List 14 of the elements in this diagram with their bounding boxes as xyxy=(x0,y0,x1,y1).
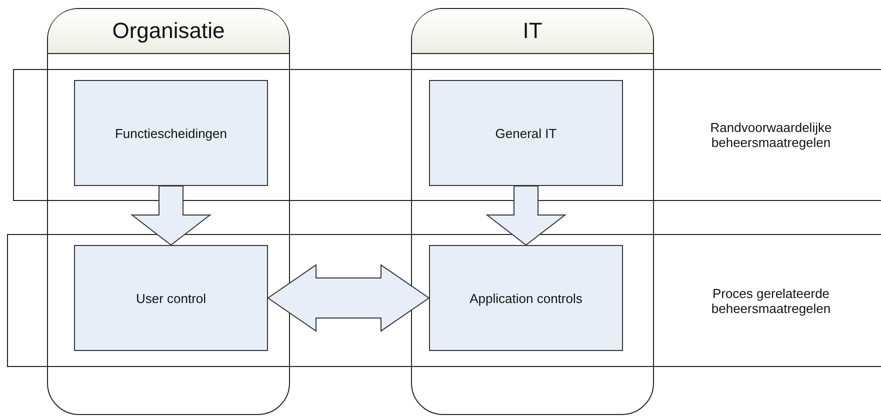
process-box: Application controls xyxy=(429,245,623,351)
lane-title: IT xyxy=(412,9,653,54)
band-frame xyxy=(7,234,881,367)
band-label: Proces gerelateerde beheersmaatregelen xyxy=(710,284,832,318)
process-box: User control xyxy=(74,245,268,351)
process-box: Functiescheidingen xyxy=(74,80,268,186)
swimlane xyxy=(411,8,654,415)
band-label: Randvoorwaardelijke beheersmaatregelen xyxy=(709,119,833,152)
block-arrow xyxy=(130,186,212,246)
lane-title: Organisatie xyxy=(48,9,289,54)
band-frame xyxy=(13,69,881,201)
block-arrow xyxy=(486,186,566,246)
process-box: General IT xyxy=(429,80,623,186)
block-arrow xyxy=(267,264,430,332)
